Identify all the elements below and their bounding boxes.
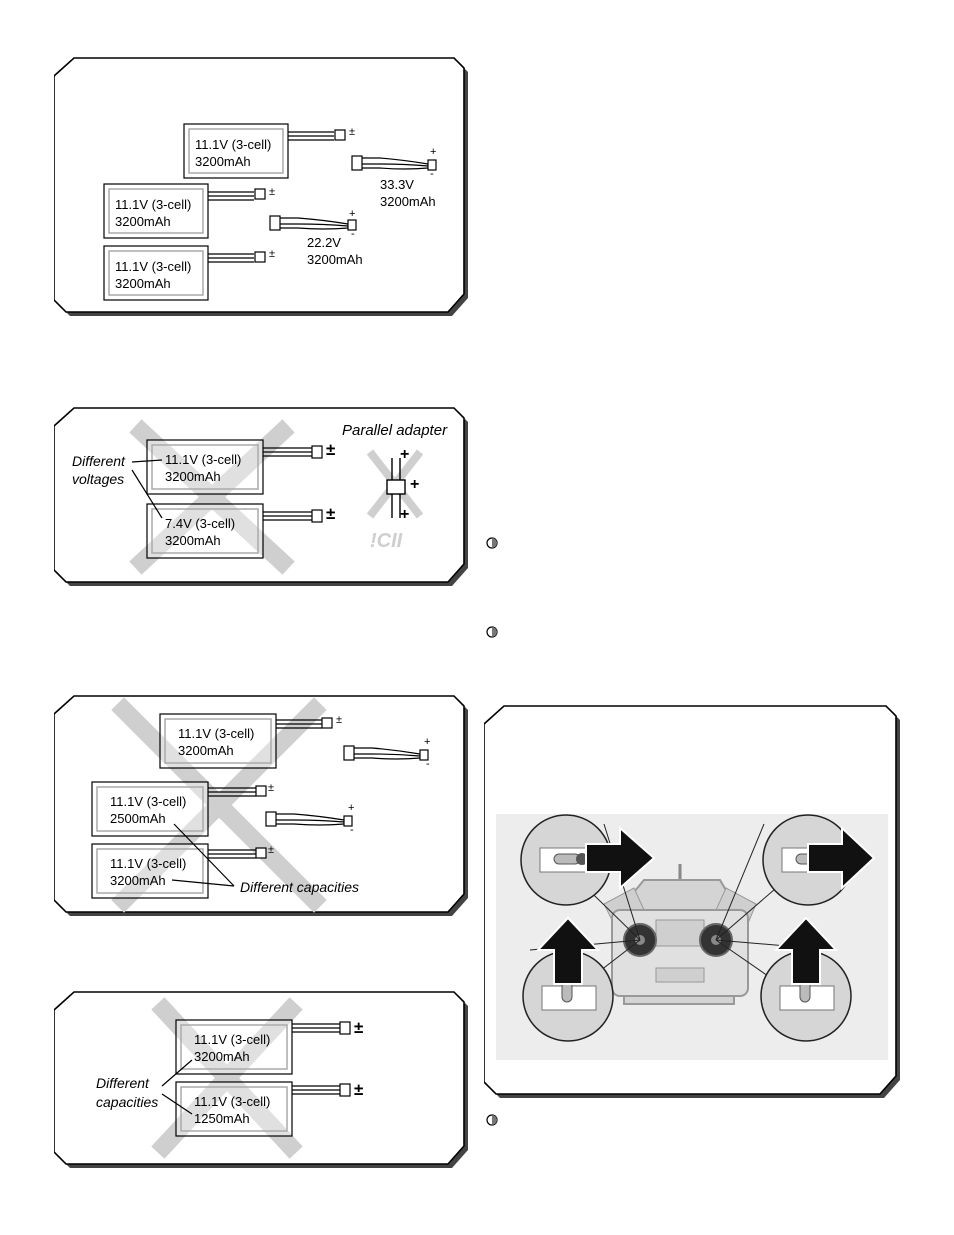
battery-label: 11.1V (3-cell)3200mAh [110,856,187,888]
panel-frame [54,57,468,316]
battery-box [159,713,277,769]
parallel-adapter-title: Parallel adapter [342,422,448,439]
battery-box [146,503,264,559]
arrow-up-icon [535,916,601,985]
annotation-line-2: capacities [96,1094,159,1110]
polarity-mark: + [410,476,420,493]
polarity-mark: ± [269,248,276,260]
different-capacities-panel: 11.1V (3-cell)3200mAh 11.1V (3-cell)2500… [54,694,472,918]
arrow-right-icon [807,825,876,891]
polarity-mark: - [430,168,434,180]
prohibited-x-icon [151,997,303,1159]
battery-box [183,123,289,179]
polarity-mark: + [400,506,410,523]
annotation-line-1: Different [96,1075,149,1091]
transmitter-sticks-panel [484,704,904,1100]
different-voltages-panel: Parallel adapter Different voltages 11.1… [54,406,472,588]
battery-label: 11.1V (3-cell)3200mAh [178,726,255,758]
battery-label: 11.1V (3-cell)2500mAh [110,794,187,826]
series-wiring-panel: 11.1V (3-cell)3200mAh 11.1V (3-cell)3200… [54,56,472,320]
battery-box [103,183,209,239]
battery-box [103,245,209,301]
arrow-right-icon [585,825,656,891]
partial-text: !CII [370,530,403,552]
battery-label: 11.1V (3-cell)3200mAh [165,452,242,484]
battery-box [175,1081,293,1137]
polarity-mark: + [349,208,356,220]
polarity-mark: - [426,758,430,770]
battery-label: 11.1V (3-cell)3200mAh [195,137,272,169]
polarity-mark: + [348,802,355,814]
polarity-mark: ± [354,1080,364,1099]
prohibited-x-icon [111,697,327,913]
polarity-mark: - [350,824,354,836]
polarity-mark: + [400,446,410,463]
different-capacities-panel-2: 11.1V (3-cell)3200mAh 11.1V (3-cell)1250… [54,990,472,1170]
battery-label: 11.1V (3-cell)3200mAh [194,1032,271,1064]
annotation-line-1: Different [72,453,125,469]
polarity-mark: ± [326,440,336,459]
polarity-mark: ± [268,844,275,856]
bullet-icon [486,1114,498,1126]
battery-label: 11.1V (3-cell)3200mAh [115,197,192,229]
polarity-mark: ± [354,1018,364,1037]
panel-frame [54,407,468,586]
polarity-mark: + [424,736,431,748]
battery-box [91,781,209,837]
battery-label: 11.1V (3-cell)3200mAh [115,259,192,291]
polarity-mark: + [430,146,437,158]
polarity-mark: ± [336,714,343,726]
battery-label: 11.1V (3-cell)1250mAh [194,1094,271,1126]
battery-label: 7.4V (3-cell)3200mAh [165,516,236,548]
battery-box [146,439,264,495]
annotation-line-2: voltages [72,471,125,487]
battery-box [175,1019,293,1075]
panel-frame [54,695,468,916]
polarity-mark: ± [349,126,356,138]
arrow-up-icon [773,916,839,985]
bullet-icon [486,626,498,638]
bullet-icon [486,537,498,549]
battery-box [91,843,209,899]
polarity-mark: ± [326,504,336,523]
polarity-mark: ± [269,186,276,198]
polarity-mark: - [351,228,355,240]
panel-frame [54,991,468,1168]
transmitter-stick-diagram [484,705,900,1098]
polarity-mark: ± [268,782,275,794]
annotation: Different capacities [240,879,360,895]
